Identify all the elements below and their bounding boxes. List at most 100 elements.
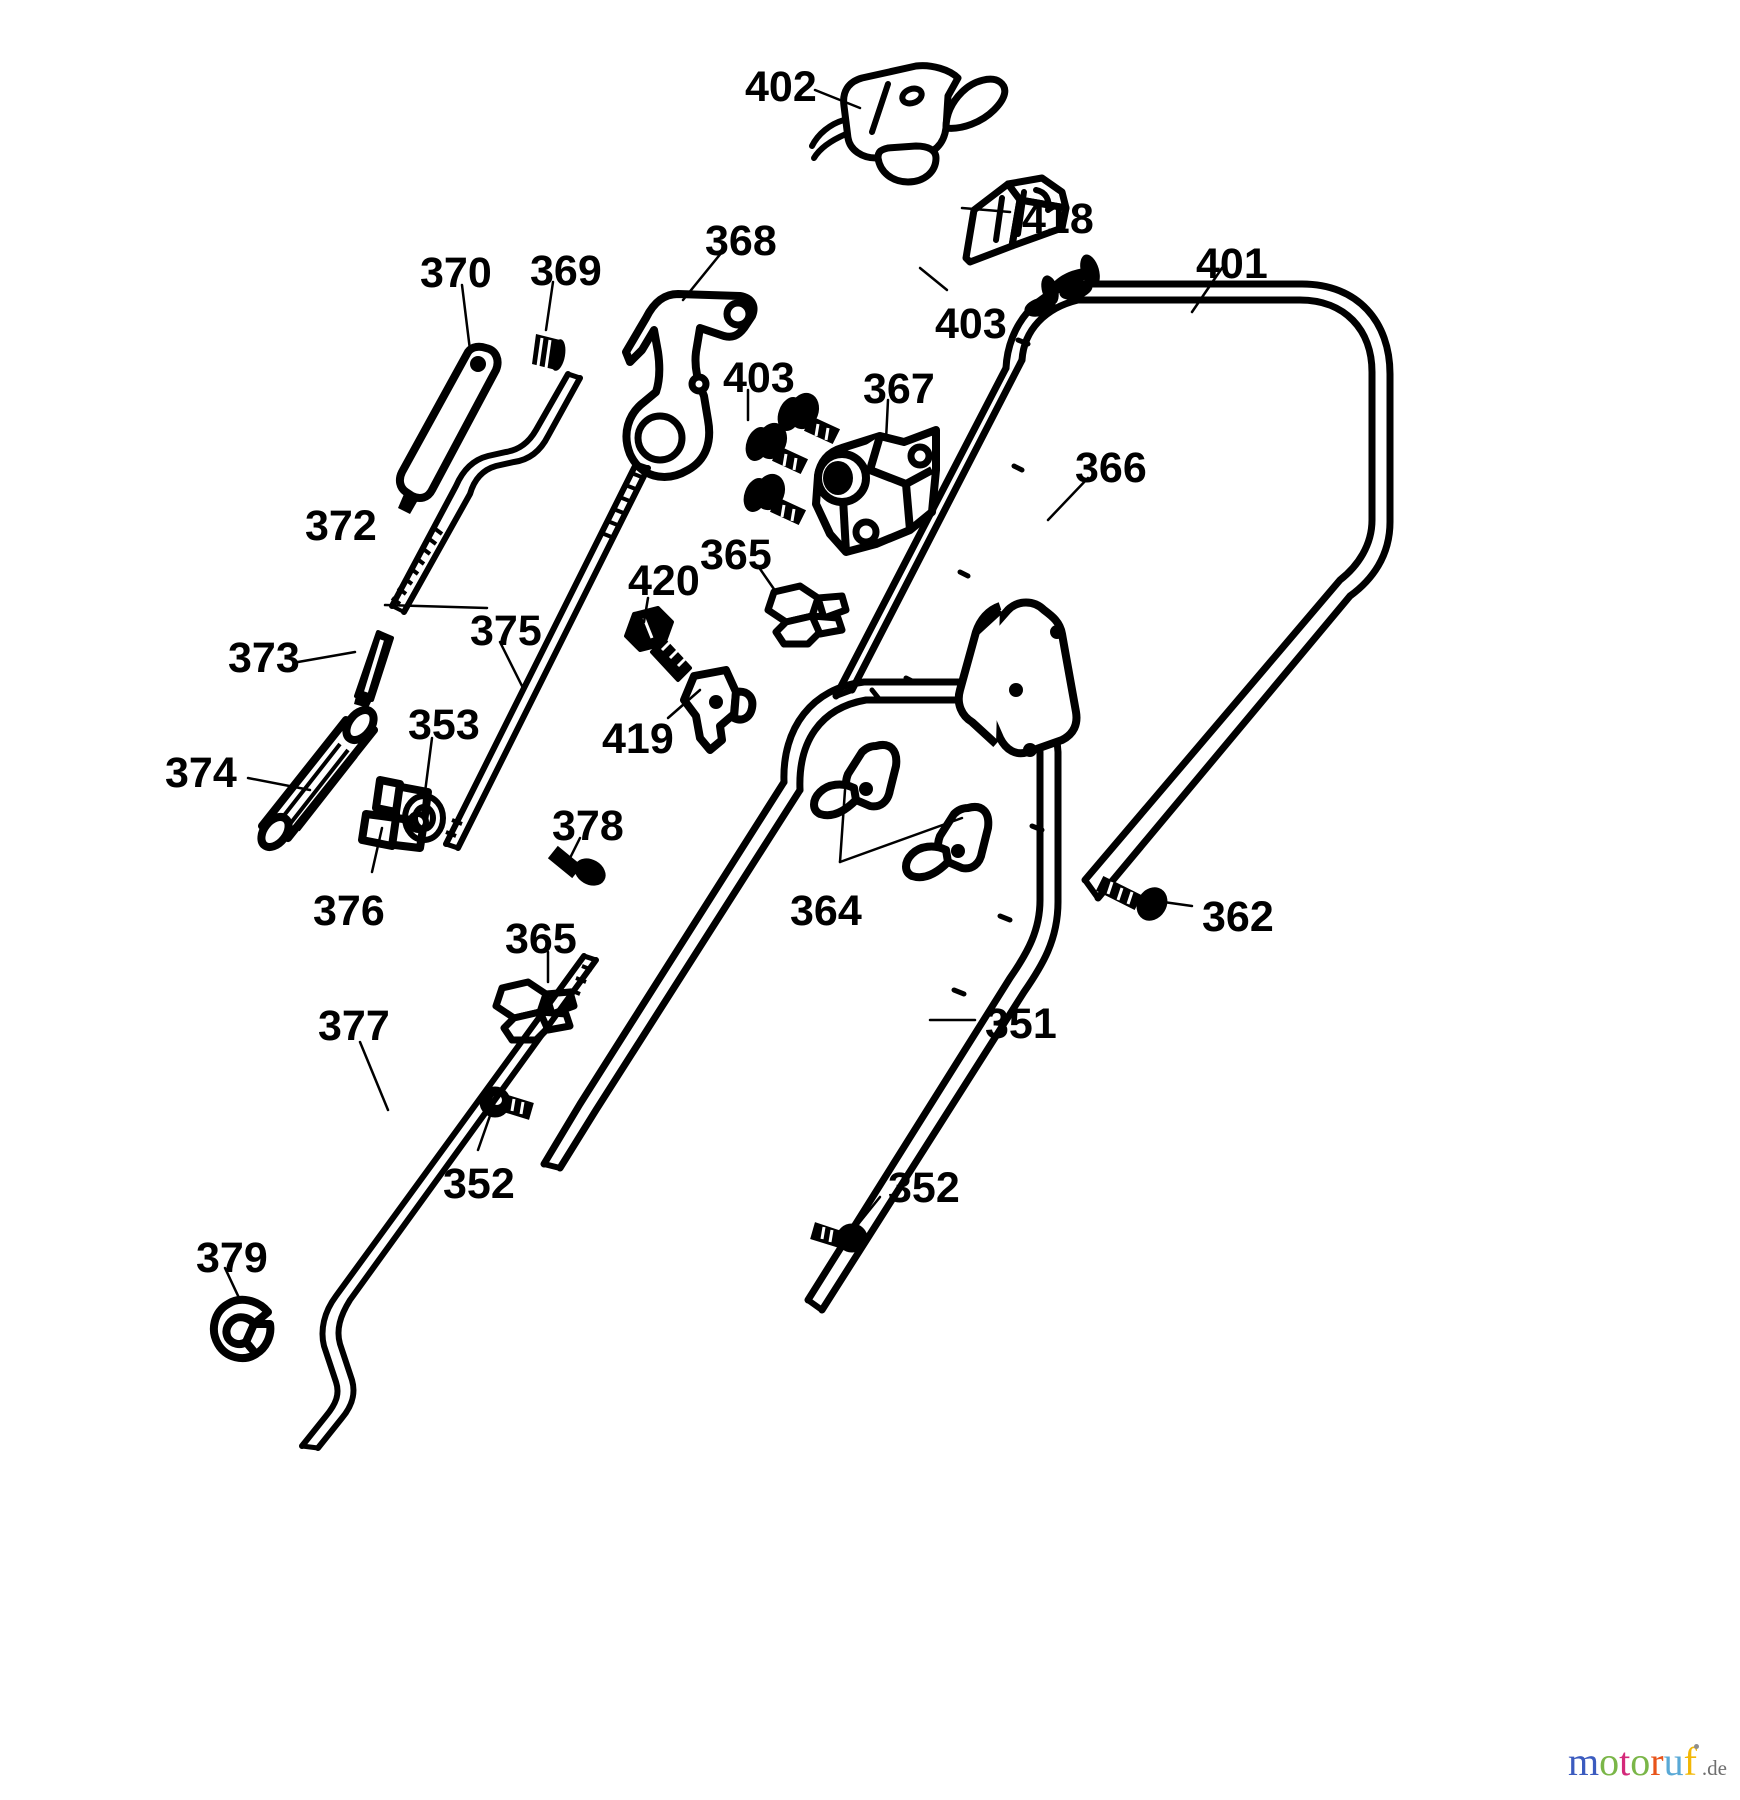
callout-374-grip-tube: 374 — [165, 749, 237, 797]
leader-line-374 — [246, 776, 312, 792]
watermark-letter-r: r — [1650, 1739, 1664, 1784]
watermark-dot-icon — [1693, 1744, 1699, 1749]
callout-369-spacer-bushing: 369 — [530, 247, 602, 295]
callout-403-screw: 403 — [723, 354, 795, 402]
callout-364-wing-knob: 364 — [790, 887, 862, 935]
part-402-control-lever-housing — [840, 62, 1009, 186]
callout-365-cable-clip: 365 — [700, 531, 772, 579]
leader-line-365 — [756, 564, 778, 594]
callout-419-clamp-bracket: 419 — [602, 715, 674, 763]
callout-367-housing-bracket: 367 — [863, 365, 935, 413]
leader-line-369 — [544, 280, 555, 332]
leader-line-364 — [838, 816, 964, 864]
part-403-screw-upper-1 — [1050, 254, 1100, 300]
part-367-bosses — [852, 443, 933, 546]
leader-line-379 — [223, 1266, 242, 1302]
callout-420-hex-bolt: 420 — [628, 557, 700, 605]
part-403-screw-1 — [777, 392, 841, 444]
leader-line-378 — [566, 836, 582, 864]
callout-418-cable-guide-clip: 418 — [1022, 195, 1094, 243]
leader-line-352 — [853, 1195, 882, 1230]
part-379-e-clip-retainer — [209, 1295, 275, 1363]
part-419-clamp-bracket — [680, 666, 757, 754]
leader-line-419 — [666, 688, 702, 720]
callout-403-screw: 403 — [935, 300, 1007, 348]
callout-362-handle-bolt: 362 — [1202, 893, 1274, 941]
part-403-screw-upper-2 — [1024, 275, 1059, 317]
leader-line-364 — [838, 788, 847, 864]
callout-352-handle-knob-screw: 352 — [443, 1160, 515, 1208]
watermark-letter-u: u — [1663, 1739, 1684, 1784]
callout-375-threaded-rod: 375 — [470, 607, 542, 655]
leader-line-402 — [813, 88, 862, 110]
leader-line-372 — [383, 603, 489, 610]
leader-line-366 — [1046, 476, 1090, 522]
part-377-threads — [563, 964, 593, 1008]
part-362-threads — [1106, 881, 1134, 905]
part-366-bracket-plate — [954, 598, 1081, 758]
callout-372-bent-rod: 372 — [305, 502, 377, 550]
part-373-tip — [354, 696, 372, 708]
part-378-pin-screw — [547, 845, 606, 886]
part-372-threads — [390, 526, 444, 614]
leader-line-403 — [918, 266, 949, 292]
part-377-long-control-rod — [299, 953, 599, 1451]
part-403-threads — [780, 423, 830, 522]
leader-line-375 — [498, 640, 526, 692]
part-352-left-threads — [510, 1098, 525, 1115]
callout-373-sleeve-clip: 373 — [228, 634, 300, 682]
leader-line-420 — [642, 596, 650, 624]
part-364-wing-knob-2 — [902, 803, 993, 882]
callout-379-e-clip-retainer: 379 — [196, 1234, 268, 1282]
callout-351-lower-handle-bar: 351 — [985, 1000, 1057, 1048]
part-352-right-threads — [820, 1226, 834, 1243]
part-364-knob-1-hole — [859, 782, 873, 796]
leader-lines — [223, 88, 1224, 1302]
part-352-knob-screw-right — [810, 1222, 868, 1253]
part-351-lower-handle-bar — [540, 678, 1062, 1314]
callout-352-handle-knob-screw: 352 — [888, 1164, 960, 1212]
leader-line-370 — [460, 283, 472, 352]
part-403-screw-3 — [743, 473, 807, 525]
part-370-hole — [470, 356, 486, 372]
part-364-knob-2-hole — [951, 844, 965, 858]
leader-line-418 — [960, 206, 1012, 214]
part-402-detail — [809, 81, 925, 161]
part-420-hex-bolt — [624, 606, 692, 682]
part-375-threaded-rod — [443, 461, 651, 851]
watermark-letter-f: f — [1683, 1739, 1697, 1784]
leader-line-401 — [1190, 266, 1224, 314]
part-419-hole — [709, 695, 723, 709]
part-369-spacer-bushing — [532, 334, 566, 371]
part-367-bore-inner — [823, 461, 853, 495]
callout-402-control-lever-housing: 402 — [745, 63, 817, 111]
watermark-letter-t: t — [1619, 1739, 1631, 1784]
part-369-ribs — [536, 337, 552, 369]
part-374-ribs — [280, 742, 358, 832]
watermark-letter-o: o — [1599, 1739, 1620, 1784]
watermark-letter-o: o — [1630, 1739, 1651, 1784]
part-375-threads — [445, 472, 645, 838]
callout-376-cable-adjuster: 376 — [313, 887, 385, 935]
callout-377-long-control-rod: 377 — [318, 1002, 390, 1050]
part-403-screw-2 — [745, 422, 809, 474]
leader-line-368 — [681, 250, 724, 302]
part-370-link-bar — [395, 342, 502, 502]
motoruf-watermark: motoruf.de — [1568, 1742, 1727, 1782]
leader-line-352 — [476, 1108, 494, 1152]
part-370-end-cap — [398, 494, 418, 514]
callout-365-cable-clip: 365 — [505, 915, 577, 963]
part-368-holes — [634, 299, 753, 464]
leader-line-373 — [296, 650, 357, 664]
part-366-holes — [1009, 625, 1064, 757]
leader-line-353 — [422, 736, 434, 802]
callout-370-link-bar: 370 — [420, 249, 492, 297]
callout-368-lever-arm: 368 — [705, 217, 777, 265]
watermark-letter-m: m — [1568, 1739, 1600, 1784]
leader-line-377 — [358, 1040, 390, 1112]
part-372-bent-rod — [389, 371, 583, 615]
part-351-notches — [869, 687, 1045, 997]
part-364-wing-knob-1 — [810, 741, 901, 820]
